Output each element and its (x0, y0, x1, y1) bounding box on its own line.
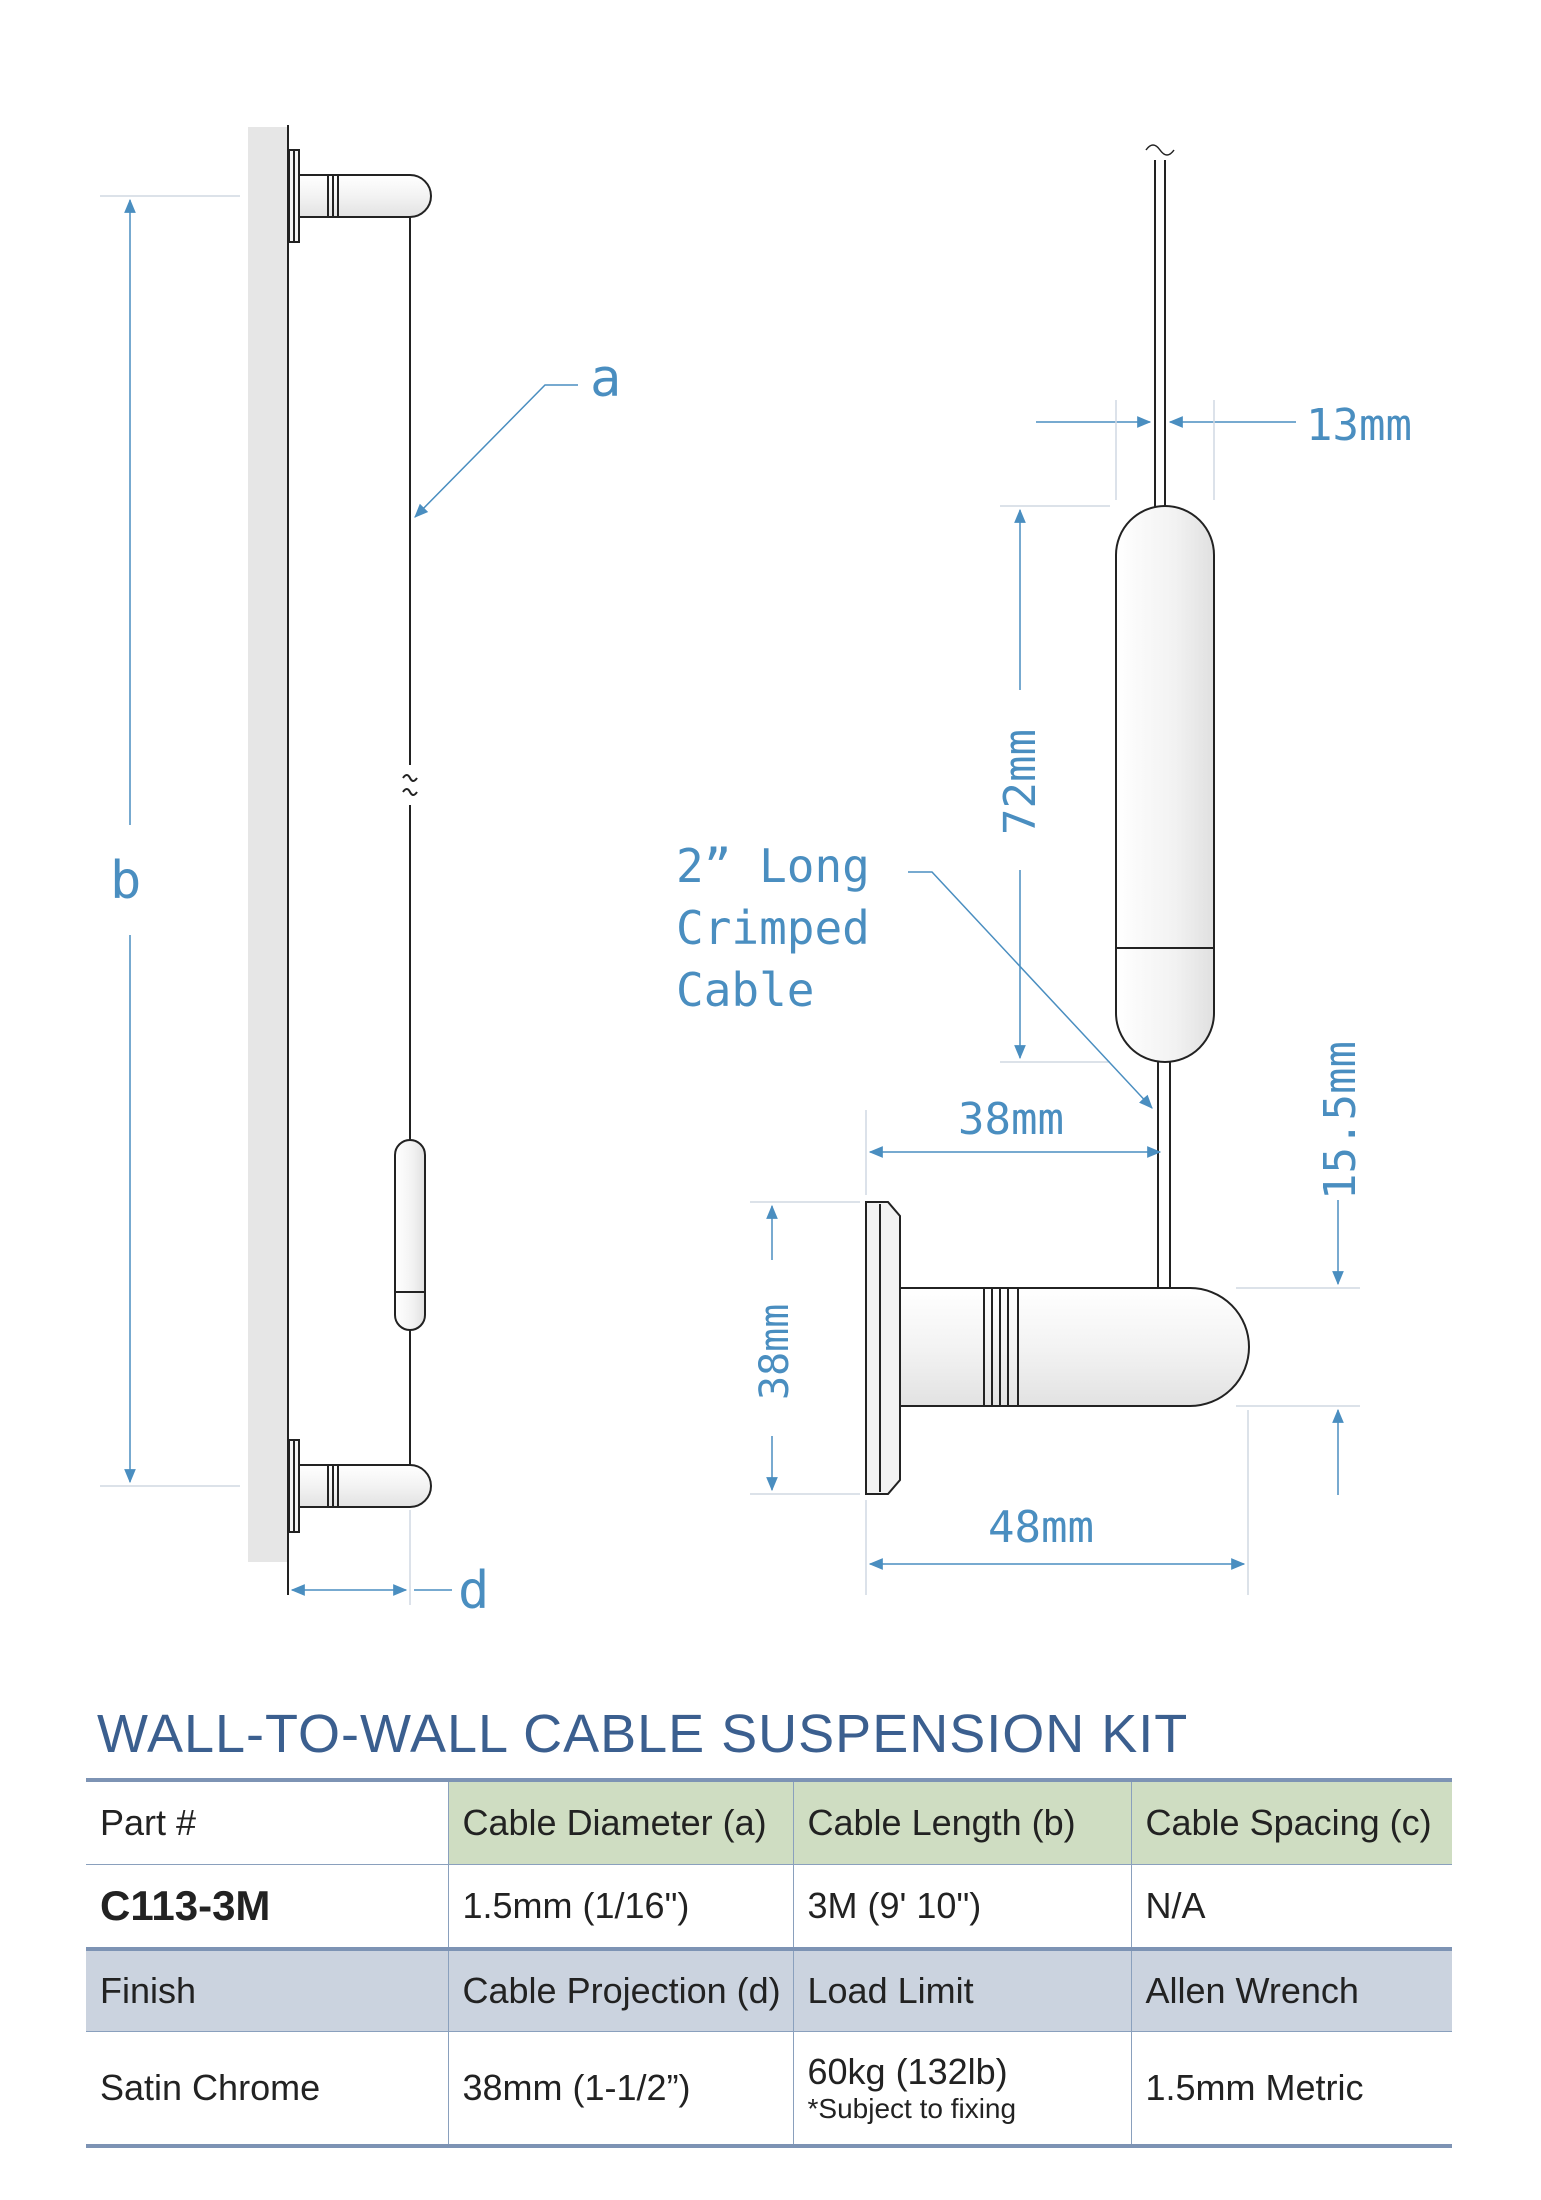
spec-finish-row: Satin Chrome 38mm (1-1/2”) 60kg (132lb) … (86, 2031, 1452, 2148)
header-load-limit: Load Limit (792, 1949, 1131, 2032)
label-13mm: 13mm (1306, 400, 1412, 451)
label-38mm-flange: 38mm (752, 1304, 798, 1400)
label-72mm: 72mm (995, 729, 1046, 835)
label-48mm: 48mm (988, 1502, 1094, 1553)
crimped-cable-line1: 2” Long (676, 839, 870, 893)
technical-drawing: b a d (100, 125, 1412, 1621)
cable-diameter-value: 1.5mm (1/16") (447, 1864, 793, 1951)
crimped-cable-line2: Crimped (676, 901, 870, 955)
part-number-value: C113-3M (86, 1864, 448, 1951)
detail-view: 13mm 72mm 2” Long Crimped Cable 38mm (676, 144, 1412, 1595)
dimension-b (100, 195, 240, 1487)
label-15-5mm: 15.5mm (1315, 1041, 1366, 1200)
leader-a (414, 384, 578, 518)
label-a: a (590, 349, 621, 409)
elevation-view: b a d (100, 125, 621, 1621)
dimension-38mm-projection (865, 1110, 1162, 1195)
cable-projection-value: 38mm (1-1/2”) (447, 2031, 793, 2148)
top-wall-fitting (288, 149, 432, 243)
dimension-72mm (1000, 505, 1110, 1063)
label-d: d (458, 1561, 489, 1621)
wall-panel (248, 127, 288, 1562)
header-cable-projection: Cable Projection (d) (447, 1949, 793, 2032)
dimension-38mm-flange (750, 1201, 860, 1495)
spec-table: Part # Cable Diameter (a) Cable Length (… (86, 1778, 1452, 2148)
load-limit-note: *Subject to fixing (807, 2093, 1017, 2124)
spec-subheader-row: Finish Cable Projection (d) Load Limit A… (86, 1949, 1452, 2032)
crimped-cable-leader (908, 871, 1153, 1109)
cable-length-value: 3M (9' 10") (792, 1864, 1131, 1951)
load-limit-value: 60kg (132lb) (807, 2051, 1008, 2092)
dimension-d (290, 1510, 452, 1605)
header-cable-length: Cable Length (b) (792, 1778, 1131, 1865)
dimension-15-5mm (1236, 1200, 1360, 1495)
dimension-13mm (1036, 400, 1296, 500)
spec-header-row: Part # Cable Diameter (a) Cable Length (… (86, 1778, 1452, 1865)
header-cable-diameter: Cable Diameter (a) (447, 1778, 793, 1865)
allen-wrench-value: 1.5mm Metric (1130, 2031, 1452, 2148)
header-part-number: Part # (86, 1778, 448, 1865)
fitting-detail (865, 1201, 1250, 1495)
cable-spacing-value: N/A (1130, 1864, 1452, 1951)
load-limit-cell: 60kg (132lb) *Subject to fixing (792, 2031, 1131, 2148)
crimped-sleeve (1115, 505, 1215, 1063)
bottom-wall-fitting (288, 1439, 432, 1533)
header-allen-wrench: Allen Wrench (1130, 1949, 1452, 2032)
crimped-cable-line3: Cable (676, 963, 814, 1017)
finish-value: Satin Chrome (86, 2031, 448, 2148)
header-cable-spacing: Cable Spacing (c) (1130, 1778, 1452, 1865)
header-finish: Finish (86, 1949, 448, 2032)
label-b: b (110, 851, 141, 911)
kit-title: WALL-TO-WALL CABLE SUSPENSION KIT (97, 1704, 1189, 1764)
label-38mm-projection: 38mm (958, 1094, 1064, 1145)
dimension-48mm (865, 1410, 1249, 1595)
spec-part-row: C113-3M 1.5mm (1/16") 3M (9' 10") N/A (86, 1864, 1452, 1951)
cable-a (394, 217, 426, 1470)
